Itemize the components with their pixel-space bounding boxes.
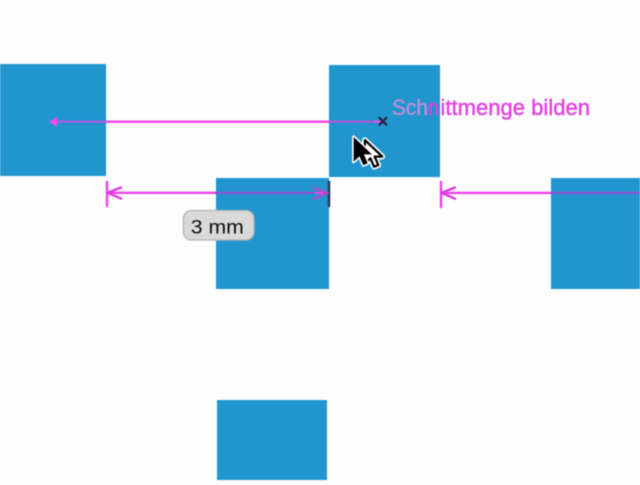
svg-text:n: n xyxy=(428,95,439,120)
svg-text:Sch: Sch xyxy=(392,95,428,120)
svg-text:3 mm: 3 mm xyxy=(191,218,244,239)
svg-text:ittmenge bilden: ittmenge bilden xyxy=(441,95,591,120)
